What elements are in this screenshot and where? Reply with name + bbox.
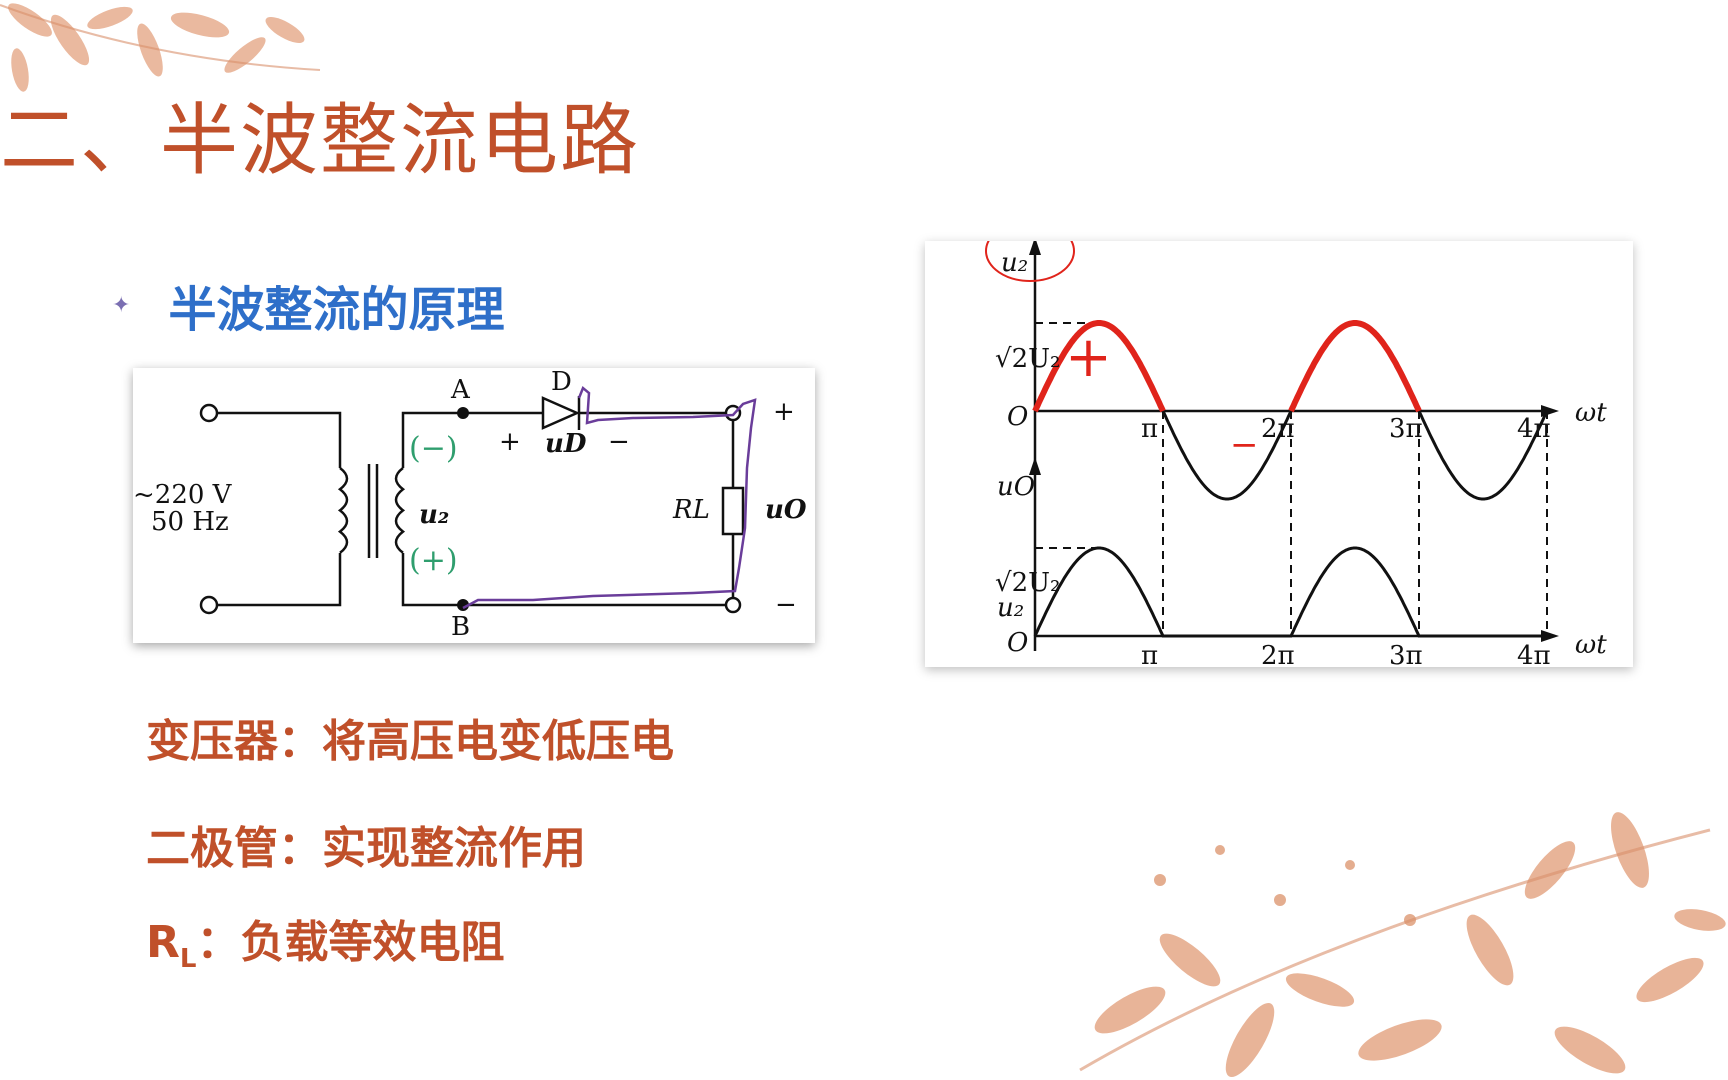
x-tick-label: 2π bbox=[1261, 414, 1295, 444]
top-origin: O bbox=[1007, 402, 1028, 432]
circuit-svg: ~220 V 50 Hz A B D u₂ + uD − RL uO + − (… bbox=[133, 367, 807, 642]
ud-minus: − bbox=[608, 427, 630, 457]
u2-label: u₂ bbox=[419, 500, 449, 530]
minus-annotation: − bbox=[1230, 425, 1259, 465]
top-y-arrow bbox=[1029, 237, 1041, 255]
node-b-label: B bbox=[451, 612, 470, 642]
rl-prefix: R bbox=[146, 917, 180, 968]
top-xlabel: ωt bbox=[1575, 398, 1607, 428]
node-a-dot bbox=[457, 407, 469, 419]
source-voltage-label: ~220 V bbox=[133, 480, 233, 510]
load-resistor-description: RL：负载等效电阻 bbox=[146, 906, 504, 974]
waveform-chart: π 2π 3π 4π π 2π 3π 4π √2U₂ √2U₂ u₂ u₂ uO O O ωt… bbox=[925, 220, 1633, 671]
node-b-dot bbox=[457, 599, 469, 611]
circle-annotation bbox=[985, 220, 1075, 282]
minus-mark: (−) bbox=[409, 431, 458, 466]
waveform-svg: π 2π 3π 4π π 2π 3π 4π √2U₂ √2U₂ u₂ u₂ uO O O ωt… bbox=[985, 220, 1607, 671]
leaf-decoration-bottom-right bbox=[1079, 812, 1726, 1078]
x-tick-label: 4π bbox=[1517, 414, 1551, 444]
rl-subscript: L bbox=[179, 943, 197, 974]
section-subtitle: 半波整流的原理 bbox=[168, 282, 505, 338]
ud-label: uD bbox=[545, 429, 587, 459]
subtitle-row: ✦ 半波整流的原理 bbox=[112, 270, 504, 340]
uo-rectified-series bbox=[1033, 546, 1547, 638]
page-title: 二、半波整流电路 bbox=[0, 96, 641, 186]
x-tick-label: 3π bbox=[1389, 414, 1423, 444]
out-minus: − bbox=[775, 590, 797, 620]
pen-annotation bbox=[462, 385, 757, 610]
bottom-y-arrow bbox=[1029, 457, 1041, 475]
plus-mark: (+) bbox=[409, 543, 458, 578]
u2-positive-half-highlight bbox=[1288, 320, 1422, 413]
x-tick-label: π bbox=[1141, 641, 1158, 667]
out-plus: + bbox=[773, 397, 795, 427]
top-ylabel: u₂ bbox=[1001, 248, 1028, 278]
x-tick-label: 2π bbox=[1261, 641, 1295, 667]
leaf-decoration-top-left bbox=[0, 3, 321, 92]
source-freq-label: 50 Hz bbox=[151, 507, 229, 537]
x-tick-label: 3π bbox=[1389, 641, 1423, 667]
circuit-diagram: ~220 V 50 Hz A B D u₂ + uD − RL uO + − (… bbox=[133, 367, 815, 643]
bottom-ylabel: uO bbox=[997, 472, 1035, 502]
u2-positive-half-highlight bbox=[1032, 320, 1166, 413]
rl-label: RL bbox=[672, 495, 710, 525]
diode-description: 二极管：实现整流作用 bbox=[146, 823, 586, 874]
rl-text: ：负载等效电阻 bbox=[196, 917, 505, 968]
x-tick-label: π bbox=[1141, 414, 1158, 444]
bottom-x-arrow bbox=[1541, 630, 1559, 642]
bottom-ytick2-label: u₂ bbox=[997, 593, 1024, 623]
top-ytick-label: √2U₂ bbox=[995, 344, 1060, 374]
x-tick-label: 4π bbox=[1517, 641, 1551, 667]
ud-plus: + bbox=[499, 427, 521, 457]
uo-label: uO bbox=[765, 495, 807, 525]
bottom-ytick-label: √2U₂ bbox=[995, 568, 1060, 598]
bottom-xlabel: ωt bbox=[1575, 630, 1607, 660]
plus-annotation: + bbox=[1065, 325, 1112, 390]
star-bullet-icon: ✦ bbox=[112, 292, 131, 318]
bottom-origin: O bbox=[1007, 628, 1028, 658]
diode-label: D bbox=[551, 368, 572, 397]
transformer-description: 变压器：将高压电变低压电 bbox=[146, 716, 674, 767]
node-a-label: A bbox=[450, 375, 471, 405]
